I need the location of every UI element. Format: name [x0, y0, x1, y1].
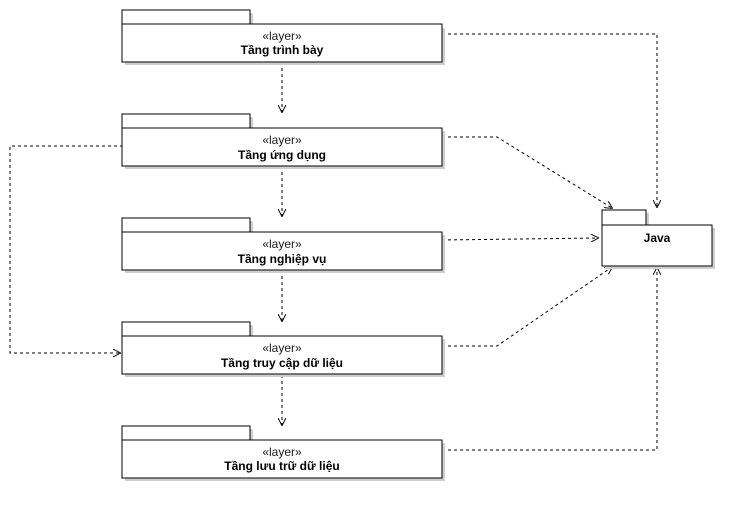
layer-package-data-access: «layer» Tầng truy cập dữ liệu: [121, 321, 445, 377]
dep-data-storage-to-java: [442, 268, 657, 451]
layer-stereotype: «layer»: [262, 29, 302, 43]
layer-name: Tầng ứng dụng: [238, 148, 326, 162]
layer-stereotype: «layer»: [262, 133, 302, 147]
layer-stereotype: «layer»: [262, 237, 302, 251]
dep-data-access-to-java: [442, 267, 612, 347]
layer-name: Tầng trình bày: [241, 43, 324, 57]
package-body: [121, 127, 443, 167]
layer-package-presentation: «layer» Tầng trình bày: [121, 9, 445, 65]
package-body: [601, 224, 713, 267]
layer-stereotype: «layer»: [262, 341, 302, 355]
package-tab: [121, 217, 251, 233]
package-tab: [121, 113, 251, 129]
layer-stereotype: «layer»: [262, 445, 302, 459]
package-tab: [121, 9, 251, 25]
layer-name: Tầng nghiệp vụ: [238, 252, 327, 266]
package-body: [121, 231, 443, 271]
layer-package-business: «layer» Tầng nghiệp vụ: [121, 217, 445, 273]
package-body: [121, 439, 443, 479]
java-package: Java: [601, 209, 715, 269]
layer-package-application: «layer» Tầng ứng dụng: [121, 113, 445, 169]
package-tab: [121, 321, 251, 337]
layer-name: Tầng truy cập dữ liệu: [221, 356, 343, 370]
dependency-arrows: [9, 33, 657, 451]
layer-package-data-storage: «layer» Tầng lưu trữ dữ liệu: [121, 425, 445, 481]
package-tab: [601, 209, 647, 226]
java-package-name: Java: [644, 231, 671, 245]
dep-application-to-java: [442, 136, 612, 208]
layer-name: Tầng lưu trữ dữ liệu: [224, 459, 339, 473]
package-tab: [121, 425, 251, 441]
dep-presentation-to-java: [442, 33, 657, 207]
package-body: [121, 23, 443, 63]
dep-business-to-java: [441, 238, 598, 240]
package-body: [121, 335, 443, 375]
dep-application-to-data-access: [9, 145, 123, 353]
